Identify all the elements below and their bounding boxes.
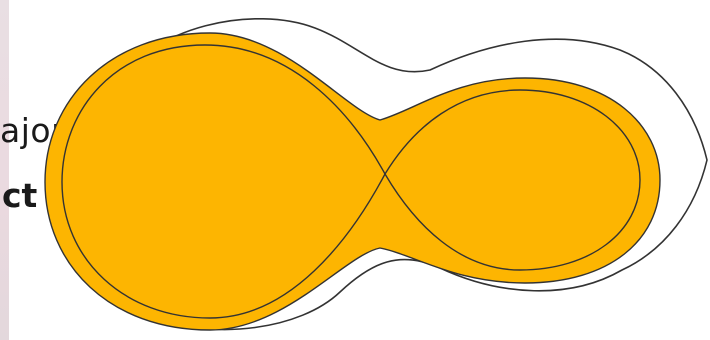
roche-lobe-figure: ajoris ) ct bbox=[0, 0, 710, 340]
binary-star-diagram bbox=[0, 0, 710, 340]
